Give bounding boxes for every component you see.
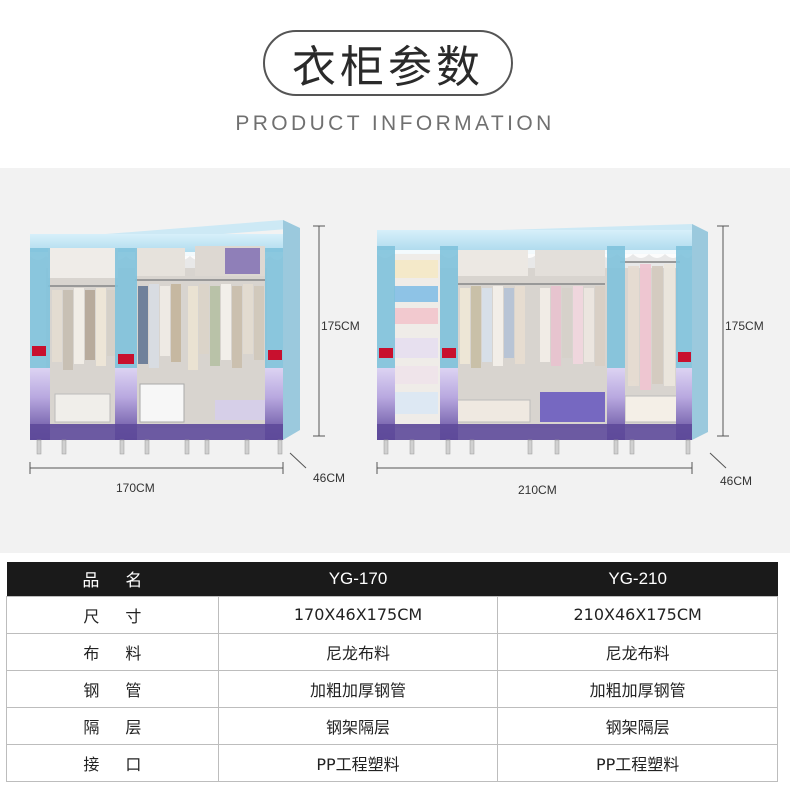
spec-table: 品名 YG-170 YG-210 尺寸 170X46X175CM 210X46X… — [6, 562, 778, 782]
row-value-210: 加粗加厚钢管 — [497, 669, 778, 708]
row-value-210: 尼龙布料 — [497, 632, 778, 671]
height-label-210: 175CM — [725, 319, 764, 333]
dimension-lines-right — [376, 225, 729, 474]
wardrobe-right — [377, 224, 708, 455]
table-row: 尺寸 170X46X175CM 210X46X175CM — [6, 595, 778, 634]
row-value-170: 尼龙布料 — [217, 632, 499, 671]
dimension-lines-left — [29, 225, 325, 474]
width-label-170: 170CM — [116, 481, 155, 495]
row-value-210: 210X46X175CM — [497, 595, 778, 634]
wardrobe-left — [30, 220, 300, 455]
header-model-210: YG-210 — [497, 562, 778, 596]
row-label: 布料 — [6, 632, 219, 671]
header-label: 品名 — [6, 562, 219, 596]
header-model-170: YG-170 — [218, 562, 498, 596]
title-pill: 衣柜参数 — [263, 30, 513, 96]
row-value-210: PP工程塑料 — [497, 743, 778, 782]
table-row: 隔层 钢架隔层 钢架隔层 — [6, 706, 778, 745]
row-value-170: PP工程塑料 — [217, 743, 499, 782]
page-subtitle: PRODUCT INFORMATION — [235, 112, 555, 135]
table-row: 布料 尼龙布料 尼龙布料 — [6, 632, 778, 671]
row-value-170: 加粗加厚钢管 — [217, 669, 499, 708]
row-label: 钢管 — [6, 669, 219, 708]
page-title: 衣柜参数 — [292, 42, 484, 93]
width-label-210: 210CM — [518, 483, 557, 497]
height-label-170: 175CM — [321, 319, 360, 333]
table-row: 钢管 加粗加厚钢管 加粗加厚钢管 — [6, 669, 778, 708]
product-figure-area: 175CM 170CM 46CM 175CM 210CM 46CM — [0, 168, 790, 553]
spec-table-header: 品名 YG-170 YG-210 — [6, 562, 778, 596]
wardrobe-170-illustration — [29, 220, 729, 474]
row-label: 接口 — [6, 743, 219, 782]
header: 衣柜参数 PRODUCT INFORMATION — [0, 0, 790, 168]
row-value-170: 170X46X175CM — [217, 595, 499, 634]
depth-label-170: 46CM — [313, 471, 346, 485]
row-label: 隔层 — [6, 706, 219, 745]
depth-label-210: 46CM — [720, 474, 753, 488]
table-row: 接口 PP工程塑料 PP工程塑料 — [6, 743, 778, 782]
row-value-210: 钢架隔层 — [497, 706, 778, 745]
row-value-170: 钢架隔层 — [217, 706, 499, 745]
row-label: 尺寸 — [6, 595, 219, 634]
